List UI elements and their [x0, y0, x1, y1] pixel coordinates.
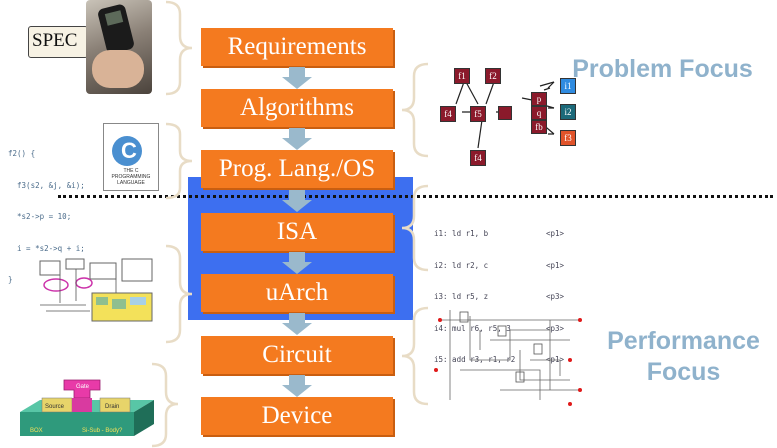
- algorithm-graph-edges: [455, 81, 555, 149]
- down-arrow-icon: [282, 252, 312, 274]
- right-brace-icon: [401, 184, 429, 272]
- performance-focus-line1: Performance: [607, 327, 760, 355]
- code-line: f2() {: [8, 149, 36, 158]
- left-brace-icon: [165, 122, 193, 200]
- code-line: i = *s2->q + i;: [8, 243, 85, 253]
- gate-label: Gate: [76, 384, 90, 390]
- drain-label: Drain: [105, 404, 119, 410]
- left-brace-icon: [151, 362, 179, 448]
- graph-node-fb: fb: [531, 120, 547, 134]
- stage-circuit[interactable]: Circuit: [201, 336, 393, 374]
- performance-focus-line2: Focus: [646, 358, 721, 386]
- source-label: Source: [45, 404, 65, 410]
- cell-phone-photo: [86, 0, 152, 94]
- body-label: Si-Sub - Body?: [82, 428, 123, 434]
- stage-device[interactable]: Device: [201, 397, 393, 435]
- graph-node-f1: f1: [454, 68, 470, 84]
- isa-line: i3: ld r5, z<p3>: [434, 292, 565, 301]
- down-arrow-icon: [282, 190, 312, 212]
- hw-sw-divider-line: [58, 195, 773, 198]
- spec-label: SPEC: [32, 30, 78, 51]
- c-book-cover: C THE C PROGRAMMING LANGUAGE: [103, 123, 159, 191]
- left-brace-icon: [165, 0, 193, 96]
- graph-node-f3: f3: [560, 130, 576, 146]
- stage-isa[interactable]: ISA: [201, 213, 393, 251]
- graph-node-f5: f5: [470, 106, 486, 122]
- isa-line: i5: add r3, r1, r2<p1>: [434, 355, 565, 364]
- stage-uarch[interactable]: uArch: [201, 274, 393, 312]
- code-line: f3(s2, &j, &i);: [8, 180, 85, 190]
- book-title: THE C PROGRAMMING LANGUAGE: [111, 168, 151, 186]
- spec-scroll: SPEC: [28, 26, 88, 58]
- graph-node-i2: i2: [560, 104, 576, 120]
- down-arrow-icon: [282, 67, 312, 89]
- isa-line: i2: ld r2, c<p1>: [434, 260, 565, 270]
- down-arrow-icon: [282, 375, 312, 397]
- down-arrow-icon: [282, 313, 312, 335]
- microarchitecture-diagram-icon: [36, 255, 156, 323]
- stage-requirements[interactable]: Requirements: [201, 28, 393, 66]
- left-brace-icon: [165, 244, 193, 344]
- stage-algorithms[interactable]: Algorithms: [201, 89, 393, 127]
- problem-focus-label: Problem Focus: [572, 55, 753, 83]
- graph-node-f2: f2: [485, 68, 501, 84]
- graph-node-mid: [498, 106, 512, 120]
- transistor-device-icon: Gate Source Drain BOX Si-Sub - Body?: [20, 379, 154, 436]
- isa-line: i4: mul r6, r5, 3<p3>: [434, 323, 565, 333]
- graph-node-q: q: [531, 106, 547, 120]
- right-brace-icon: [401, 62, 429, 158]
- box-label: BOX: [30, 428, 43, 434]
- right-brace-icon: [401, 306, 429, 406]
- program-code-snippet: f2() { f3(s2, &j, &i); *s2->p = 10; i = …: [8, 128, 85, 296]
- isa-line: i1: ld r1, b<p1>: [434, 229, 565, 238]
- code-line: }: [8, 275, 13, 284]
- performance-focus-label: Performance Focus: [596, 326, 771, 388]
- graph-node-i1: i1: [560, 78, 576, 94]
- circuit-schematic-icon: [434, 310, 582, 406]
- graph-node-f4: f4: [440, 106, 456, 122]
- code-line: *s2->p = 10;: [8, 212, 72, 221]
- isa-code-block: i1: ld r1, b<p1> i2: ld r2, c<p1> i3: ld…: [434, 208, 564, 376]
- stage-prog-lang-os[interactable]: Prog. Lang./OS: [201, 150, 393, 188]
- graph-node-p: p: [531, 92, 547, 106]
- down-arrow-icon: [282, 128, 312, 150]
- graph-node-f-bottom: f4: [470, 150, 486, 166]
